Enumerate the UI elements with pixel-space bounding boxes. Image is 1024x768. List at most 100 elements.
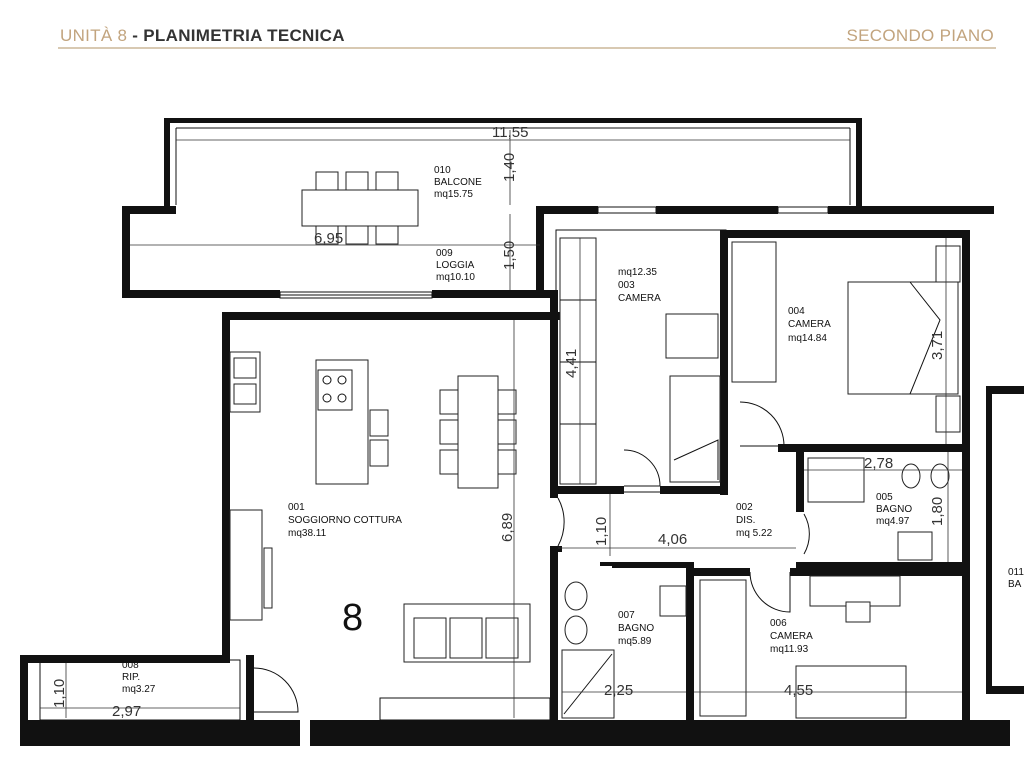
bedroom3-top-wall-a bbox=[536, 206, 598, 214]
room-003-bottom-wall-a bbox=[556, 486, 624, 494]
room-label-008: 008 RIP. mq3.27 bbox=[122, 660, 156, 695]
room-label-002: 002 DIS. mq 5.22 bbox=[736, 502, 773, 539]
room-label-004: 004 CAMERA mq14.84 bbox=[788, 306, 831, 344]
toilet-005 bbox=[901, 463, 921, 489]
shower-diagonal bbox=[563, 653, 613, 715]
room-006-top-wall-a bbox=[694, 568, 750, 576]
sink-007 bbox=[659, 585, 687, 617]
room-label-006: 006 CAMERA mq11.93 bbox=[770, 618, 813, 655]
nightstand bbox=[935, 245, 961, 283]
header-divider bbox=[58, 47, 996, 49]
dining-chair bbox=[439, 389, 459, 415]
door-living bbox=[557, 497, 565, 547]
window-003 bbox=[597, 206, 657, 214]
stool bbox=[369, 439, 389, 467]
door-004 bbox=[739, 401, 785, 447]
dining-chair bbox=[497, 389, 517, 415]
bottom-wall-left bbox=[20, 720, 300, 746]
loggia-bottom-wall-left bbox=[122, 290, 280, 298]
room-004-top-wall bbox=[728, 230, 968, 238]
room-code: 008 bbox=[122, 660, 139, 671]
dim-2-25: 2,25 bbox=[604, 682, 633, 699]
wardrobe-004 bbox=[731, 241, 777, 383]
balcony-chair bbox=[375, 225, 399, 245]
dim-1-10: 1,10 bbox=[593, 517, 610, 546]
room-label-007: 007 BAGNO mq5.89 bbox=[618, 610, 654, 647]
room-code: 002 bbox=[736, 502, 753, 513]
loggia-left-wall bbox=[122, 206, 130, 298]
room-name: BAGNO bbox=[876, 504, 912, 515]
balcony-chair bbox=[315, 225, 339, 245]
bedroom-top-wall-b bbox=[656, 206, 778, 214]
dim-1-50: 1,50 bbox=[501, 241, 518, 270]
room-area: mq38.11 bbox=[288, 528, 327, 539]
room-code: 003 bbox=[618, 280, 635, 291]
sofa-cushion bbox=[485, 617, 519, 659]
shower-005 bbox=[807, 457, 865, 503]
room-code: 010 bbox=[434, 165, 451, 176]
bidet-007 bbox=[564, 615, 588, 645]
storage-left-wall bbox=[20, 655, 28, 745]
storage-inner bbox=[39, 659, 241, 721]
bedroom4-top-wall bbox=[828, 206, 994, 214]
room-name: DIS. bbox=[736, 515, 755, 526]
room-label-001: 001 SOGGIORNO COTTURA mq38.11 bbox=[288, 502, 402, 539]
living-left-wall bbox=[222, 318, 230, 663]
neighbor-wall-a bbox=[986, 386, 1024, 394]
room-label-003: mq12.35 003 CAMERA bbox=[618, 267, 661, 304]
balcony-bottom-ledge bbox=[379, 697, 551, 721]
kitchen-sink bbox=[233, 357, 257, 379]
page-title: PLANIMETRIA TECNICA bbox=[143, 26, 345, 45]
room-area: mq11.93 bbox=[770, 644, 809, 655]
door-storage bbox=[253, 667, 299, 713]
nightstand bbox=[935, 395, 961, 433]
room-code: 004 bbox=[788, 306, 805, 317]
corridor-wall-left bbox=[550, 546, 562, 552]
loggia-right-wall bbox=[536, 206, 544, 298]
kitchen-sink bbox=[233, 383, 257, 405]
unit-label: UNITÀ 8 bbox=[60, 26, 128, 45]
bath-005-left-wall bbox=[796, 452, 804, 512]
bath-007-top-wall bbox=[612, 562, 692, 568]
dim-2-78: 2,78 bbox=[864, 455, 893, 472]
dim-1-10b: 1,10 bbox=[51, 679, 68, 708]
desk-chair-006 bbox=[845, 601, 871, 623]
sofa-cushion bbox=[413, 617, 447, 659]
room-004-right-wall bbox=[962, 230, 970, 450]
loggia-top-left-wall bbox=[122, 206, 176, 214]
sofa-cushion bbox=[449, 617, 483, 659]
room-labels: 010 BALCONE mq15.75 009 LOGGIA mq10.10 m… bbox=[122, 165, 1024, 695]
bottom-wall-right bbox=[310, 720, 1010, 746]
living-top-wall bbox=[222, 312, 560, 320]
window-004 bbox=[777, 206, 829, 214]
room-label-005: 005 BAGNO mq4.97 bbox=[876, 492, 912, 527]
dining-chair bbox=[497, 449, 517, 475]
burner bbox=[322, 375, 332, 385]
sink-005 bbox=[897, 531, 933, 561]
room-area: mq10.10 bbox=[436, 272, 475, 283]
door-006 bbox=[749, 571, 791, 613]
dining-table bbox=[457, 375, 499, 489]
living-right-wall-lower bbox=[550, 550, 558, 726]
room-name: BA bbox=[1008, 579, 1022, 590]
unit-number: 8 bbox=[342, 597, 363, 639]
bath-007-right-wall bbox=[686, 562, 694, 722]
dim-4-55: 4,55 bbox=[784, 682, 813, 699]
loggia-bottom-wall-right bbox=[432, 290, 558, 298]
desk-003 bbox=[665, 313, 719, 359]
header-title-group: UNITÀ 8 - PLANIMETRIA TECNICA bbox=[60, 26, 345, 46]
wardrobe-003 bbox=[559, 237, 597, 485]
storage-right-wall bbox=[246, 655, 254, 745]
room-name: LOGGIA bbox=[436, 260, 475, 271]
bath-005-bottom-wall bbox=[796, 562, 970, 570]
burner bbox=[337, 375, 347, 385]
burner bbox=[337, 393, 347, 403]
room-name: CAMERA bbox=[618, 293, 661, 304]
room-name: CAMERA bbox=[770, 631, 813, 642]
room-area: mq14.84 bbox=[788, 333, 827, 344]
floor-label: SECONDO PIANO bbox=[846, 26, 994, 45]
dim-6-89: 6,89 bbox=[499, 513, 516, 542]
dim-1-40: 1,40 bbox=[501, 153, 518, 182]
neighbor-wall-c bbox=[986, 686, 1024, 694]
room-006-top-wall-b bbox=[790, 568, 970, 576]
